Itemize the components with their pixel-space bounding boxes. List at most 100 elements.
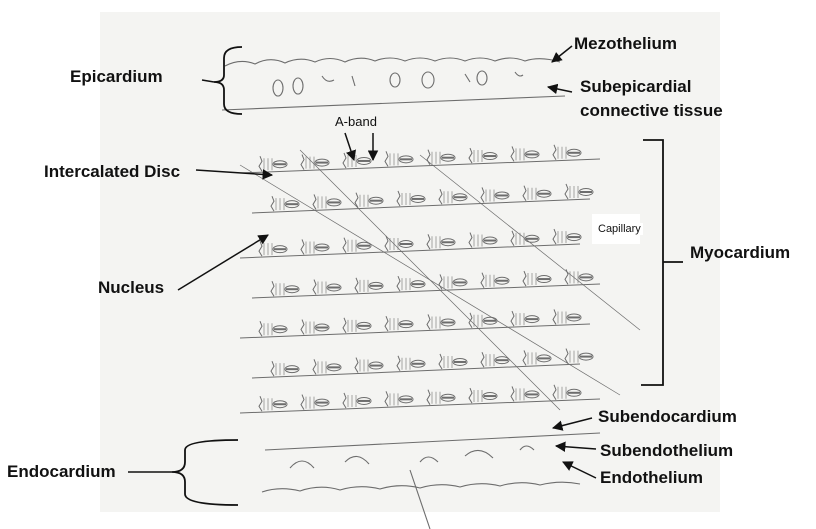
nucleus-mark (398, 239, 414, 248)
arrow-nucleus (177, 234, 269, 291)
intercalated-disc-mark (510, 386, 515, 402)
subepicardial-label-line1: Subepicardial (580, 77, 692, 96)
a-band-label: A-band (335, 114, 377, 129)
nucleus-mark (410, 359, 426, 368)
intercalated-disc-mark (480, 272, 485, 289)
fiber-border (239, 243, 581, 259)
intercalated-disc-mark (300, 319, 305, 335)
epicardium-layer (221, 57, 566, 111)
myocardium-fibers (239, 144, 641, 414)
intercalated-disc-mark (384, 151, 389, 167)
nucleus-mark (440, 318, 456, 327)
myocardium-label: Myocardium (690, 243, 791, 262)
arrow-subepicardial (546, 83, 573, 95)
nucleus-mark (272, 160, 288, 169)
capillary-label: Capillary (596, 223, 643, 235)
nucleus-mark (536, 354, 552, 363)
intercalated-disc-mark (468, 387, 473, 404)
nucleus-mark (272, 325, 288, 334)
fiber-border (239, 158, 601, 174)
nucleus-mark (314, 398, 330, 407)
nucleus-mark (398, 320, 414, 329)
intercalated-disc-mark (312, 194, 317, 210)
nucleus-mark (440, 238, 456, 247)
arrow-intercalated-disc (195, 169, 274, 180)
nucleus-mark (314, 158, 330, 167)
pointer-lines (128, 45, 597, 479)
intercalated-disc-mark (552, 384, 557, 401)
nucleus-mark (326, 363, 342, 372)
intercalated-disc-mark (426, 234, 431, 250)
intercalated-disc-mark (342, 317, 347, 334)
nucleus-mark (494, 356, 510, 365)
intercalated-disc-mark (564, 348, 569, 364)
intercalated-disc-mark (552, 144, 557, 161)
nucleus-mark (536, 189, 552, 198)
intercalated-disc-mark (438, 274, 443, 290)
subendocardium-label: Subendocardium (598, 407, 737, 426)
intercalated-disc-mark (468, 147, 473, 164)
nucleus-label: Nucleus (98, 278, 165, 297)
paper-background (100, 12, 720, 512)
endocardium-layer (261, 432, 601, 529)
intercalated-disc-mark (426, 389, 431, 405)
nucleus-mark (314, 323, 330, 332)
nucleus-mark (452, 278, 468, 287)
arrow-subendocardium (551, 417, 593, 431)
intercalated-disc-mark (426, 314, 431, 330)
intercalated-disc-mark (384, 235, 389, 252)
nucleus-mark (356, 321, 372, 330)
nucleus-mark (356, 241, 372, 250)
intercalated-disc-mark (522, 185, 527, 201)
intercalated-disc-label: Intercalated Disc (44, 162, 181, 181)
pointer-epicardium (201, 79, 215, 83)
fiber-border (251, 198, 591, 214)
nucleus-mark (272, 245, 288, 254)
nucleus-mark (368, 361, 384, 370)
subendothelium-label: Subendothelium (600, 441, 734, 460)
nucleus-mark (410, 280, 426, 289)
nucleus-mark (452, 357, 468, 366)
nucleus-mark (452, 193, 468, 202)
fiber-border (239, 398, 601, 414)
nucleus-mark (440, 153, 456, 162)
intercalated-disc-mark (468, 232, 473, 248)
nucleus-mark (566, 148, 582, 157)
nucleus-mark (536, 275, 552, 284)
nucleus-mark (524, 390, 540, 399)
arrow-a-band-left (344, 132, 356, 161)
intercalated-disc-mark (300, 394, 305, 410)
endocardium-label: Endocardium (7, 462, 116, 481)
intercalated-disc-mark (354, 277, 359, 294)
intercalated-disc-mark (438, 353, 443, 370)
nucleus-mark (578, 187, 594, 196)
intercalated-disc-mark (312, 279, 317, 295)
arrow-subendothelium (554, 441, 597, 452)
intercalated-disc-mark (552, 309, 557, 325)
intercalated-disc-mark (480, 351, 485, 368)
intercalated-disc-mark (510, 146, 515, 162)
intercalated-disc-mark (342, 237, 347, 253)
intercalated-disc-mark (300, 239, 305, 255)
nucleus-mark (482, 236, 498, 245)
nucleus-mark (566, 233, 582, 242)
nucleus-mark (368, 196, 384, 205)
nucleus-mark (566, 388, 582, 397)
intercalated-disc-mark (258, 156, 263, 172)
intercalated-disc-mark (522, 350, 527, 366)
intercalated-disc-mark (270, 195, 275, 212)
nucleus-mark (482, 392, 498, 401)
mezothelium-label: Mezothelium (574, 34, 677, 53)
nucleus-mark (272, 400, 288, 409)
intercalated-disc-mark (300, 154, 305, 170)
nucleus-mark (494, 191, 510, 200)
intercalated-disc-mark (522, 270, 527, 287)
nucleus-mark (566, 313, 582, 322)
nucleus-mark (284, 365, 300, 374)
intercalated-disc-mark (384, 391, 389, 407)
nucleus-mark (524, 150, 540, 159)
subepicardial-label-line2: connective tissue (580, 101, 723, 120)
intercalated-disc-mark (480, 187, 485, 203)
